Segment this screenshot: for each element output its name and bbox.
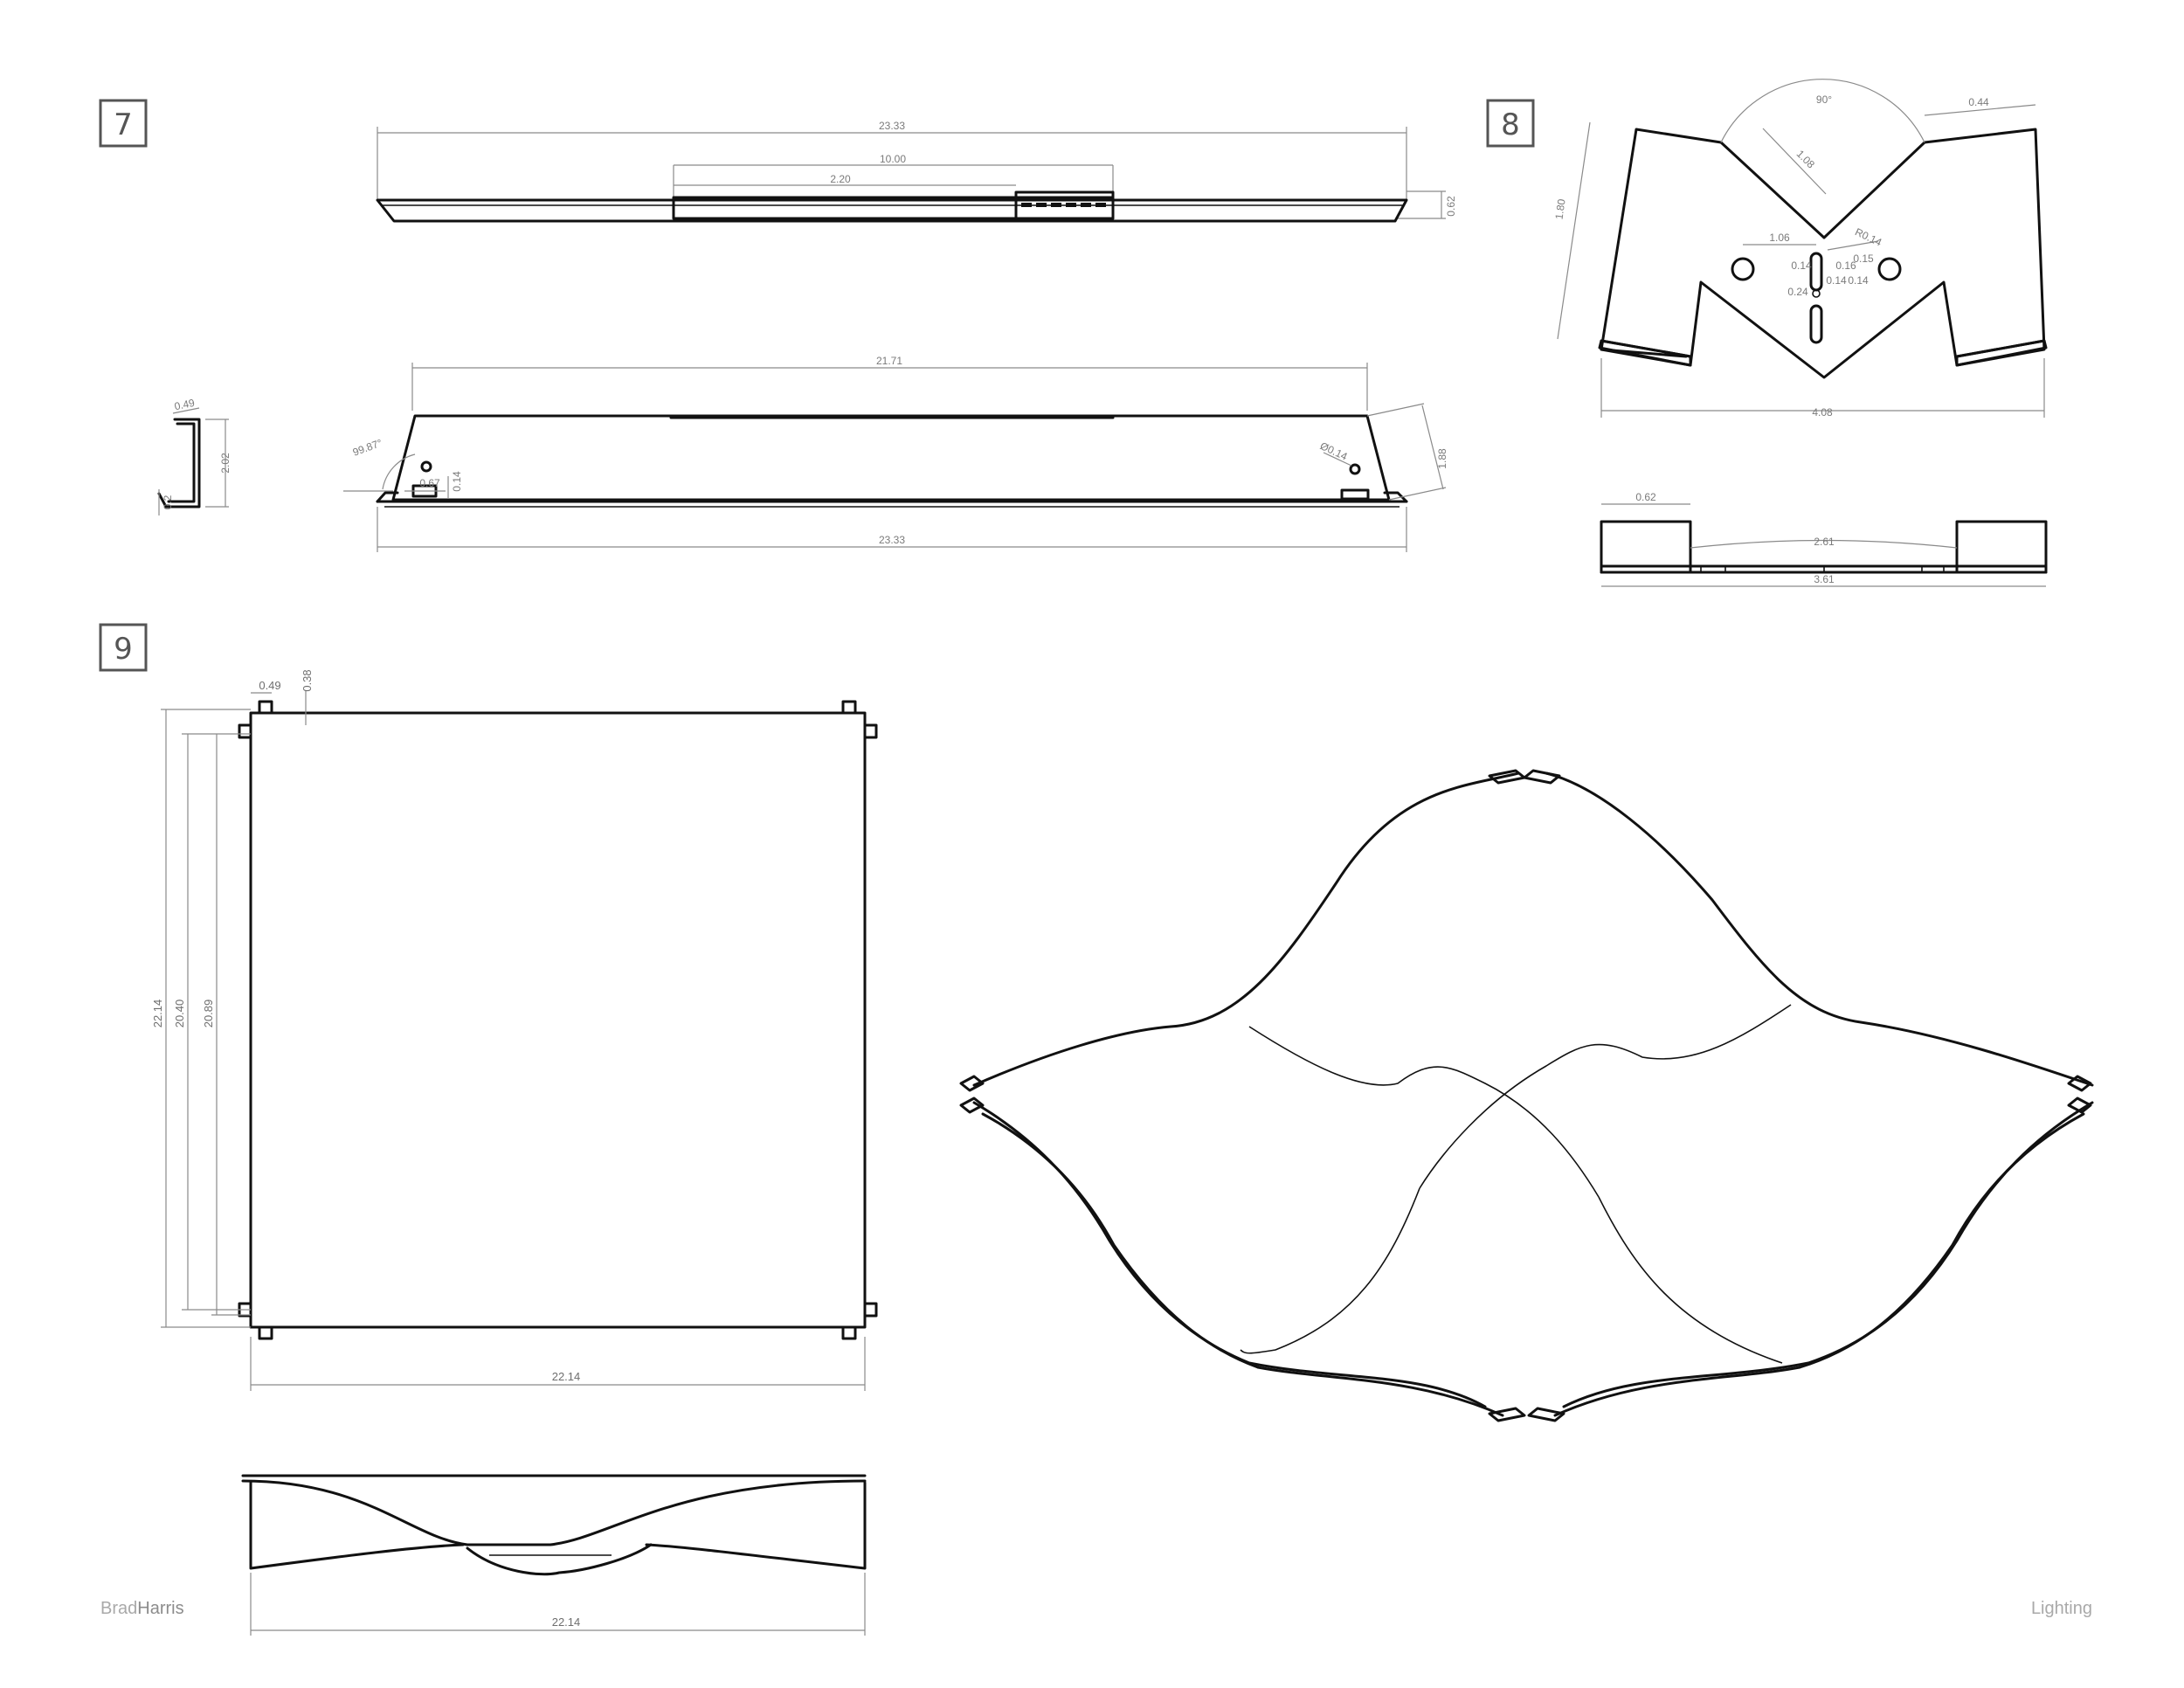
dim-slot-spacing: 1.06 [1769,232,1790,244]
dim-width: 4.08 [1812,406,1833,419]
brand-last: Harris [137,1599,183,1618]
section-7-top-view: 23.33 10.00 2.20 0.62 [376,120,1457,223]
dim-center-length: 10.00 [880,153,906,165]
dim-flange-side: 0.62 [1635,491,1656,503]
dim-angle: 99.87° [351,437,384,459]
section-9-number: 9 [114,632,133,667]
section-9-label: 9 [99,623,148,672]
dim-slot-c: 0.24 [1787,286,1808,298]
section-7-number: 7 [114,107,133,142]
section-8-number: 8 [1501,107,1520,142]
section-9-isometric [959,769,2094,1422]
dim-top-length: 21.71 [876,355,902,367]
dim-span: 2.61 [1814,536,1835,548]
section-8-side-view: 0.62 2.61 3.61 [1600,491,2048,587]
dim-profile-foot: 0.2 [162,495,174,509]
dim-tab-width: 0.49 [259,679,280,692]
dim-bottom-length: 23.33 [879,534,905,546]
dim-inner-length: 2.20 [830,173,851,185]
dim-slot-e: 0.14 [1848,274,1869,287]
dim-h1: 22.14 [151,1000,164,1028]
dim-tab-offset: 0.14 [451,471,463,492]
section-7-side-view: 21.71 99.87° 0.67 0.14 Ø0.14 1.88 23.33 [343,355,1448,552]
dim-overall: 3.61 [1814,573,1835,585]
slot-row [1021,203,1106,207]
dim-hole-diameter: Ø0.14 [1318,439,1350,463]
brand-first: Brad [100,1599,137,1618]
section-7-label: 7 [99,99,148,148]
section-9-elevation: 22.14 [241,1474,867,1636]
dim-slot-b: 0.16 [1835,259,1856,272]
section-7-profile: 0.49 2.02 0.2 [157,397,232,515]
dim-width: 22.14 [552,1370,581,1383]
dim-overall-length: 23.33 [879,120,905,132]
dim-v-angle: 90° [1816,93,1832,106]
section-8-label: 8 [1486,99,1535,148]
dim-elevation-width: 22.14 [552,1615,581,1629]
dim-hole-offset: 0.15 [1853,253,1874,265]
dim-flange: 0.44 [1968,96,1989,108]
section-9-plan: 0.49 0.38 22.14 20.40 20.89 22.14 [151,669,878,1391]
dim-slot-d: 0.14 [1826,274,1847,287]
dim-tab-width: 0.67 [419,477,440,489]
dim-height: 1.80 [1552,198,1567,220]
dim-hole-radius: R0.14 [1853,225,1883,248]
dim-diagonal: 1.08 [1794,148,1818,171]
brand-wordmark: BradHarris [100,1599,184,1618]
dim-slot-a: 0.14 [1791,259,1812,272]
dim-profile-height: 2.02 [219,453,232,474]
dim-height: 0.62 [1445,196,1457,217]
dim-h3: 20.89 [202,1000,215,1028]
dim-profile-width: 0.49 [173,397,196,413]
dim-h2: 20.40 [173,1000,186,1028]
dim-slant-height: 1.88 [1436,448,1448,469]
category-label: Lighting [2031,1599,2092,1618]
section-8-top-view: 90° 0.44 1.08 1.80 4.08 1.06 0.14 0.16 0… [1552,79,2048,419]
footer: BradHarris Lighting [100,1599,2092,1618]
dim-tab-depth: 0.38 [301,669,314,691]
